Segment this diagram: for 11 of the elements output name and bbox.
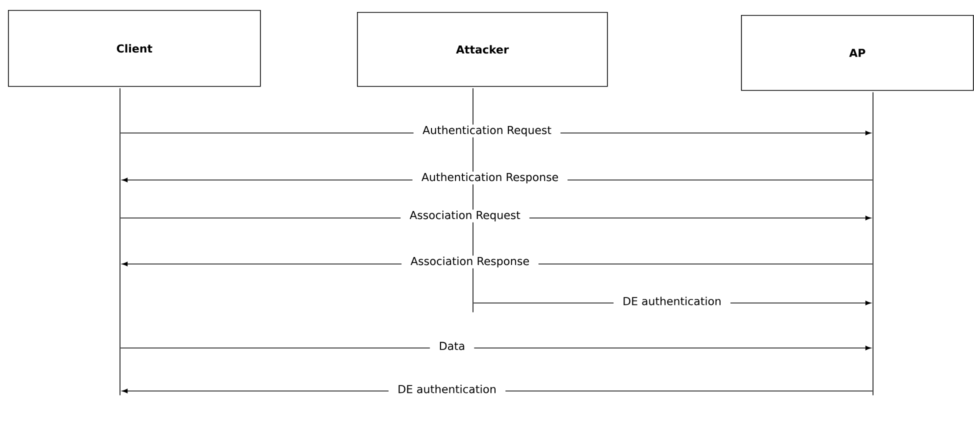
edge-label: Association Response <box>402 256 538 268</box>
edge-label: DE authentication <box>614 296 730 306</box>
actor-box: Attacker <box>357 12 608 87</box>
edge-label: Authentication Response <box>412 172 568 184</box>
edge-label: Association Request <box>400 210 530 222</box>
edge-label: Authentication Request <box>414 124 560 138</box>
lifeline <box>472 88 474 312</box>
actor-box: Client <box>8 10 261 87</box>
edge-label: DE authentication <box>388 384 506 394</box>
edge-label: Data <box>430 340 474 352</box>
actor-box: AP <box>741 15 974 91</box>
